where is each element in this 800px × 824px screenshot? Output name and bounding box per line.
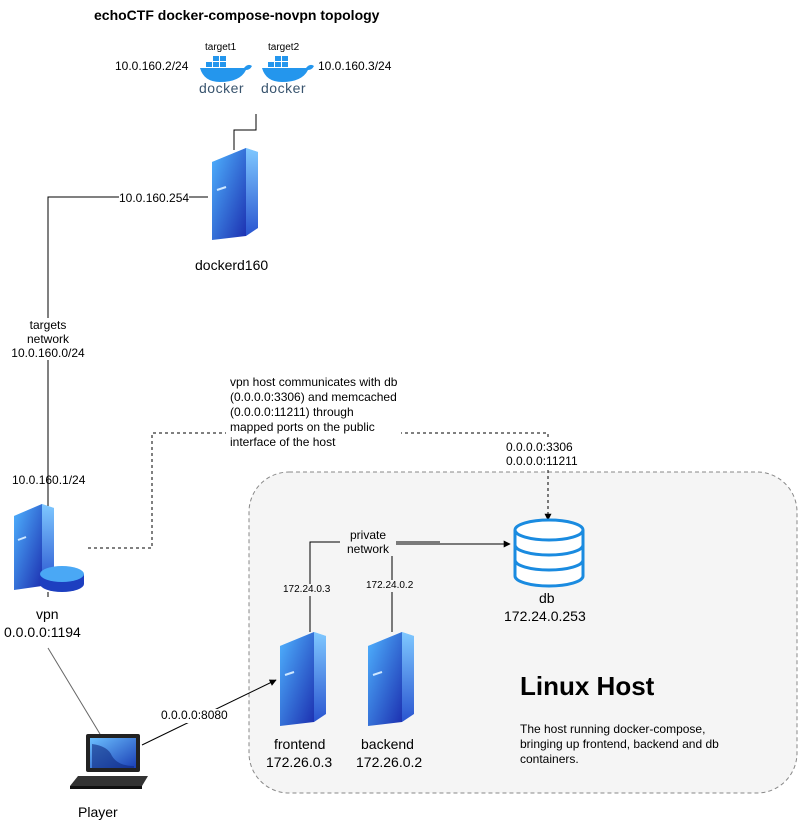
target1-ip: 10.0.160.2/24 bbox=[115, 59, 189, 73]
backend-ip: 172.26.0.2 bbox=[356, 754, 423, 770]
vpn-to-db-dashed-line bbox=[88, 432, 552, 549]
targets-network-subnet: 10.0.160.0/24 bbox=[11, 346, 85, 360]
player-label: Player bbox=[78, 804, 118, 820]
database-icon bbox=[513, 518, 585, 588]
linux-host-desc-line: bringing up frontend, backend and db bbox=[520, 737, 719, 751]
targets-network-label: targets network 10.0.160.0/24 bbox=[6, 318, 90, 360]
player-to-vpn-line bbox=[47, 647, 101, 735]
vpn-port: 0.0.0.0:1194 bbox=[4, 624, 81, 640]
dockerd-server-icon bbox=[212, 148, 258, 240]
frontend-server-icon bbox=[280, 632, 326, 726]
docker-logo-text: docker bbox=[199, 80, 245, 96]
target1-label: target1 bbox=[205, 42, 237, 53]
db-ports-label: 0.0.0.0:3306 0.0.0.0:11211 bbox=[506, 440, 578, 468]
note-line: (0.0.0.0:3306) and memcached bbox=[230, 390, 397, 404]
laptop-icon bbox=[70, 734, 148, 789]
vpn-label: vpn bbox=[36, 606, 59, 622]
linux-host-desc-line: The host running docker-compose, bbox=[520, 722, 706, 736]
docker-whale-icon bbox=[262, 56, 314, 82]
backend-private-ip: 172.24.0.2 bbox=[366, 580, 414, 592]
targets-network-line: targets bbox=[29, 318, 67, 332]
target2-label: target2 bbox=[268, 42, 300, 53]
linux-host-title: Linux Host bbox=[520, 671, 655, 701]
player-port: 0.0.0.0:8080 bbox=[161, 708, 228, 723]
frontend-private-ip: 172.24.0.3 bbox=[283, 584, 331, 596]
note-line: mapped ports on the public bbox=[230, 420, 375, 434]
backend-label: backend bbox=[361, 736, 414, 752]
private-network-frontend-line bbox=[309, 541, 440, 632]
frontend-label: frontend bbox=[274, 736, 326, 752]
private-network-line: network bbox=[346, 542, 390, 556]
target2-ip: 10.0.160.3/24 bbox=[318, 59, 392, 73]
dockerd-to-targets-line bbox=[233, 114, 257, 150]
private-network-label: private network bbox=[340, 528, 396, 556]
vpn-disk-icon bbox=[40, 566, 84, 592]
docker-logo-text: docker bbox=[261, 80, 307, 96]
docker-whale-icon bbox=[200, 56, 252, 82]
db-ip: 172.24.0.253 bbox=[504, 608, 586, 624]
vpn-ip: 10.0.160.1/24 bbox=[12, 473, 86, 487]
db-port: 0.0.0.0:3306 bbox=[506, 440, 573, 454]
note-line: (0.0.0.0:11211) through bbox=[230, 405, 354, 419]
dockerd-ip: 10.0.160.254 bbox=[119, 191, 190, 206]
targets-network-line: network bbox=[26, 332, 70, 346]
linux-host-desc-line: containers. bbox=[520, 752, 579, 766]
backend-server-icon bbox=[368, 632, 414, 726]
db-label: db bbox=[539, 590, 555, 606]
vpn-db-note: vpn host communicates with db (0.0.0.0:3… bbox=[226, 375, 402, 450]
note-line: vpn host communicates with db bbox=[230, 375, 398, 389]
dockerd-label: dockerd160 bbox=[195, 257, 269, 273]
note-line: interface of the host bbox=[230, 435, 336, 449]
diagram-title: echoCTF docker-compose-novpn topology bbox=[94, 7, 380, 23]
frontend-ip: 172.26.0.3 bbox=[266, 754, 333, 770]
vpn-server-icon bbox=[14, 504, 54, 590]
private-network-line: private bbox=[349, 528, 387, 542]
linux-host-description: The host running docker-compose, bringin… bbox=[520, 722, 719, 767]
db-port: 0.0.0.0:11211 bbox=[506, 454, 578, 468]
